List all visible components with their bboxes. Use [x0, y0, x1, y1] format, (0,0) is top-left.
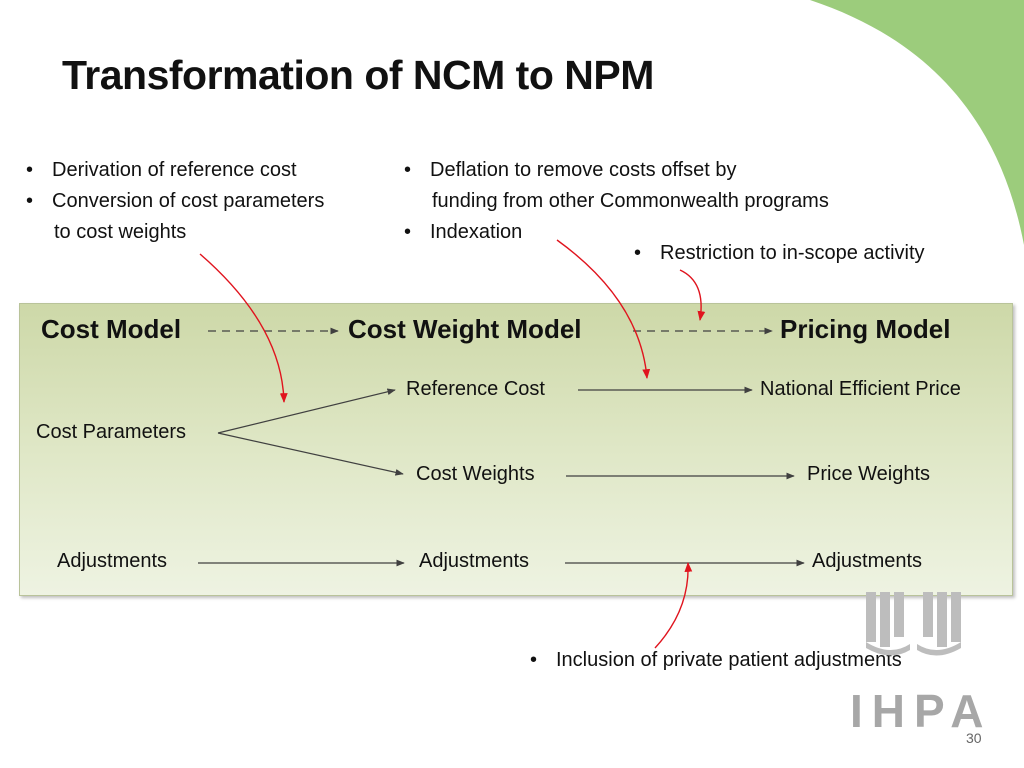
red-arrow-private-patient: [654, 562, 693, 649]
node-price-weights: Price Weights: [807, 463, 931, 485]
arrow-params-to-weights: [217, 432, 404, 476]
cost-weight-model-header: Cost Weight Model: [348, 314, 582, 344]
note-deflation: •Deflation to remove costs offset by: [404, 159, 737, 181]
note-conversion-cont: to cost weights: [54, 221, 187, 243]
arrow-params-to-reference: [217, 388, 396, 434]
red-arrow-indexation: [556, 239, 651, 379]
pricing-model-header: Pricing Model: [780, 314, 951, 344]
note-indexation: •Indexation: [404, 221, 523, 243]
note-private-patient: •Inclusion of private patient adjustment…: [530, 649, 902, 671]
red-arrow-restriction: [679, 269, 706, 321]
page-title: Transformation of NCM to NPM: [62, 52, 654, 98]
node-cost-weights: Cost Weights: [416, 463, 535, 485]
note-conversion: •Conversion of cost parameters: [26, 190, 325, 212]
diagram-box: [19, 303, 1013, 596]
ihpa-logo-icon: [866, 592, 961, 656]
note-derivation: •Derivation of reference cost: [26, 159, 297, 181]
node-cost-parameters: Cost Parameters: [36, 421, 187, 443]
note-restriction: •Restriction to in-scope activity: [634, 242, 925, 264]
ihpa-logo-text: IHPA: [850, 685, 993, 737]
node-adjustments-pricing-model: Adjustments: [812, 550, 923, 572]
node-adjustments-cost-model: Adjustments: [57, 550, 168, 572]
node-adjustments-cost-weight-model: Adjustments: [419, 550, 530, 572]
node-reference-cost: Reference Cost: [406, 378, 545, 400]
note-deflation-cont: funding from other Commonwealth programs: [432, 190, 829, 212]
page-number: 30: [966, 730, 982, 746]
node-national-efficient-price: National Efficient Price: [760, 378, 961, 400]
cost-model-header: Cost Model: [41, 314, 182, 344]
red-arrow-derivation: [199, 253, 288, 403]
